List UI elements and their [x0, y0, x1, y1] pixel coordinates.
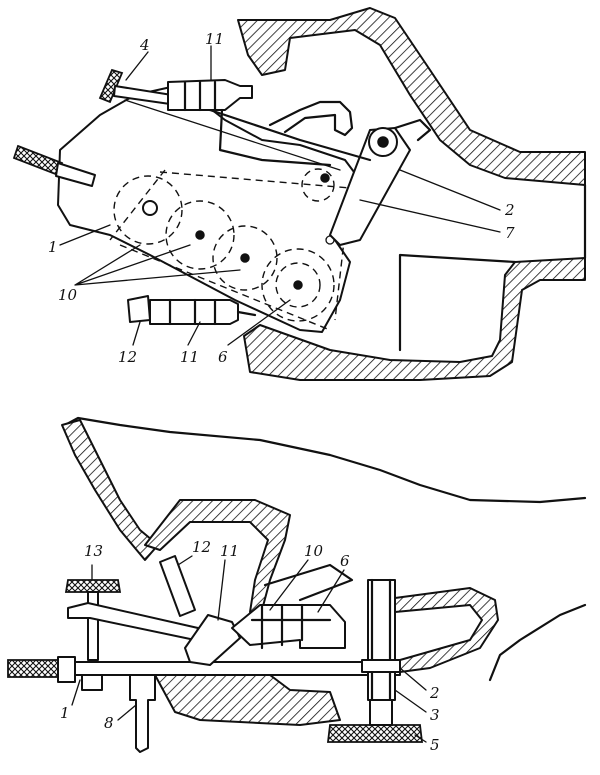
handle-shank — [55, 162, 96, 187]
top-leaders — [59, 45, 501, 346]
callout-12-bottom: 12 — [192, 538, 211, 556]
nut-11-flats — [168, 298, 217, 326]
gear-pin — [195, 230, 205, 240]
main-shaft — [59, 661, 401, 676]
callout-13: 13 — [84, 542, 103, 560]
lever-11 — [184, 614, 241, 666]
callout-11: 11 — [205, 30, 224, 48]
gear-assembly — [231, 604, 346, 649]
handle-grip — [12, 144, 64, 177]
frame-casting — [144, 499, 291, 613]
plate-10 — [263, 563, 354, 602]
bracket-11-arm — [218, 108, 332, 167]
block-1 — [81, 674, 103, 691]
callout-6: 6 — [218, 348, 228, 366]
callout-8: 8 — [104, 714, 114, 732]
callout-2: 2 — [504, 201, 515, 219]
callout-2-bottom: 2 — [429, 684, 440, 702]
callout-1-bottom: 1 — [60, 704, 70, 722]
knob-5 — [326, 724, 424, 743]
left-handle-collar — [57, 656, 76, 683]
gear-pin — [293, 280, 303, 290]
callout-4: 4 — [139, 36, 150, 54]
callout-3: 3 — [430, 706, 440, 724]
top-view — [12, 7, 587, 381]
base-casting — [154, 674, 341, 726]
machine-body-outline — [63, 416, 587, 504]
screw-12-bottom — [159, 555, 196, 617]
top-bracket — [268, 100, 354, 137]
bottom-view — [7, 416, 587, 753]
post-3-lines — [370, 578, 392, 702]
lever-lug — [393, 118, 432, 142]
right-housing — [394, 587, 499, 673]
screw-12 — [127, 295, 151, 323]
screw-12-tip — [236, 310, 257, 317]
main-plate — [57, 84, 361, 333]
gear-pin — [240, 253, 250, 263]
knob-4 — [98, 68, 124, 104]
lever-pivot-pin — [377, 136, 389, 148]
bottom-leaders — [71, 555, 427, 743]
arm-casting — [61, 419, 159, 561]
left-handle-knurl — [7, 659, 59, 678]
top-housing-wall — [237, 7, 586, 186]
knob-13-stem — [87, 591, 99, 661]
callout-6-bottom: 6 — [340, 552, 350, 570]
knob-13 — [64, 579, 122, 593]
callout-11-bottom: 11 — [220, 542, 239, 560]
pivot-pin — [142, 200, 158, 216]
machine-body-lower-outline — [488, 603, 587, 682]
link-rod-lower — [124, 99, 341, 171]
top-housing-floor — [243, 257, 586, 381]
post-3-collar — [361, 659, 401, 673]
screw-8 — [129, 674, 156, 753]
gear-assembly-detail — [250, 603, 332, 650]
gear-pin — [320, 173, 330, 183]
callout-1: 1 — [48, 238, 58, 256]
callout-5: 5 — [430, 736, 440, 754]
callout-11-lower: 11 — [180, 348, 199, 366]
callout-12: 12 — [118, 348, 137, 366]
dashed-gears — [109, 168, 351, 331]
callout-7: 7 — [505, 224, 515, 242]
top-inner-wall — [398, 183, 587, 352]
callout-10: 10 — [58, 286, 78, 304]
bracket-11-top — [167, 79, 253, 111]
knob-5-stem — [369, 699, 393, 726]
bracket-11-slots — [183, 80, 217, 112]
callout-10-bottom: 10 — [304, 542, 324, 560]
